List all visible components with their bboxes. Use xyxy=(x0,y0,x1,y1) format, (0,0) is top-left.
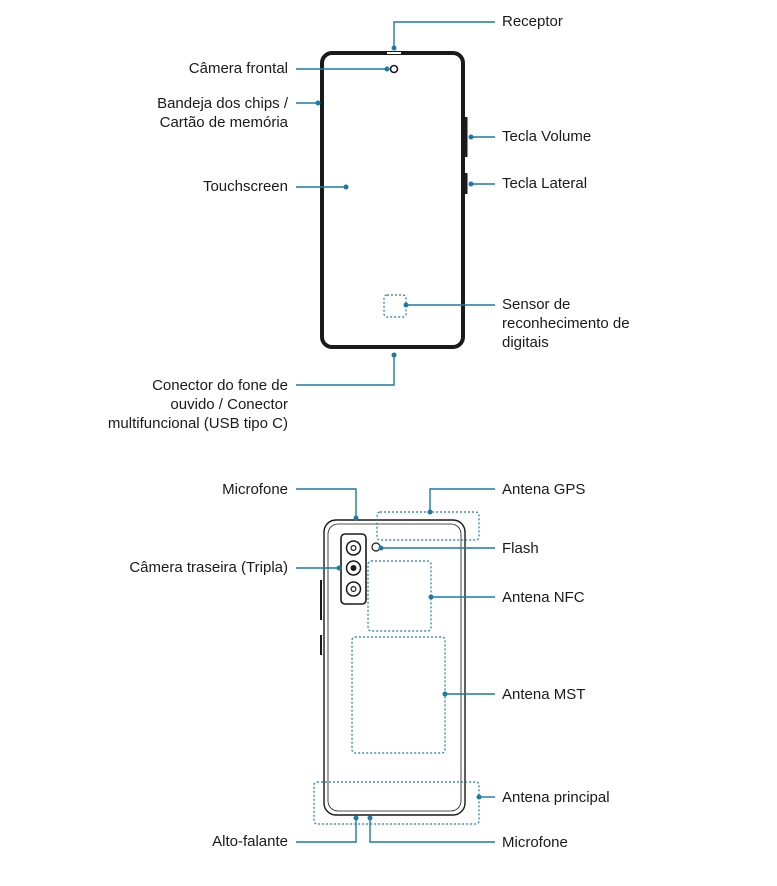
label-sensor-line3: digitais xyxy=(502,334,549,351)
label-touchscreen: Touchscreen xyxy=(202,178,288,195)
callout-lines xyxy=(296,21,495,843)
antenna-nfc-area xyxy=(367,560,432,632)
label-receptor: Receptor xyxy=(502,13,563,30)
label-camera-frontal: Câmera frontal xyxy=(188,60,288,77)
callout-dots xyxy=(315,45,482,821)
label-microfone-bottom: Microfone xyxy=(502,834,568,851)
label-tecla-volume: Tecla Volume xyxy=(502,128,592,145)
label-tecla-lateral: Tecla Lateral xyxy=(502,175,588,192)
label-sensor-line2: reconhecimento de xyxy=(502,315,630,332)
antenna-main-area xyxy=(313,781,480,825)
label-sensor-line1: Sensor de xyxy=(502,296,571,313)
label-antena-nfc: Antena NFC xyxy=(502,589,585,606)
label-microfone-top: Microfone xyxy=(222,481,288,498)
front-phone-body xyxy=(320,51,468,349)
label-bandeja-line1: Bandeja dos chips / xyxy=(157,95,288,112)
front-camera-icon xyxy=(389,64,399,74)
label-conector-line1: Conector do fone de xyxy=(152,377,288,394)
label-alto-falante: Alto-falante xyxy=(212,833,288,850)
fingerprint-sensor-area xyxy=(383,294,407,318)
label-conector-line2: ouvido / Conector xyxy=(170,396,288,413)
label-antena-gps: Antena GPS xyxy=(502,481,586,498)
label-conector-line3: multifuncional (USB tipo C) xyxy=(107,415,288,432)
label-flash: Flash xyxy=(502,540,539,557)
label-bandeja-line2: Cartão de memória xyxy=(159,114,288,131)
antenna-mst-area xyxy=(351,636,446,754)
label-camera-traseira: Câmera traseira (Tripla) xyxy=(129,559,288,576)
back-phone-body xyxy=(320,519,466,816)
label-antena-mst: Antena MST xyxy=(502,686,586,703)
rear-camera-module xyxy=(340,533,367,605)
label-antena-principal: Antena principal xyxy=(502,789,610,806)
